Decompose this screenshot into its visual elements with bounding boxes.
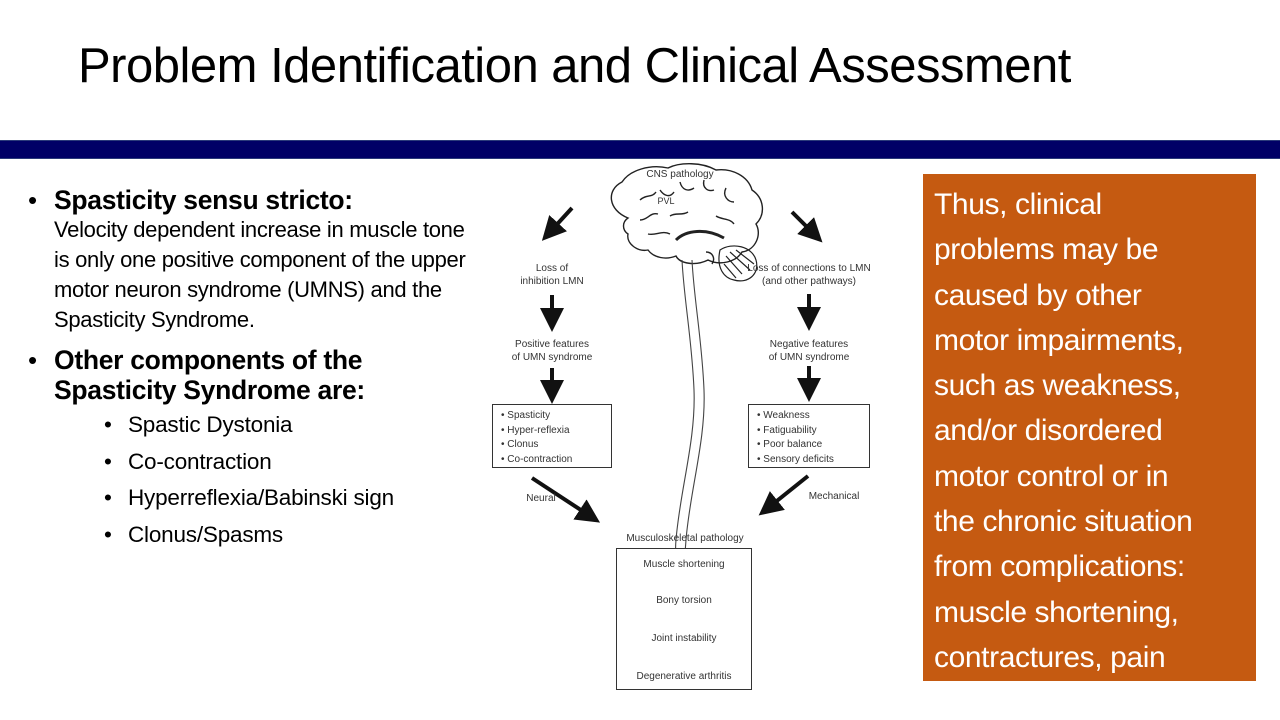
callout-line: the chronic situation bbox=[934, 505, 1193, 539]
cns-pathology-label: CNS pathology bbox=[646, 169, 714, 180]
left-cause-line: Loss of bbox=[535, 263, 569, 274]
positive-feature-item: Co-contraction bbox=[501, 453, 611, 468]
negative-feature-item: Sensory deficits bbox=[757, 453, 869, 468]
features-title-line: of UMN syndrome bbox=[768, 352, 850, 363]
callout-line: and/or disordered bbox=[934, 414, 1163, 448]
chain-item: Degenerative arthritis bbox=[636, 671, 732, 682]
callout-line: problems may be bbox=[934, 233, 1159, 267]
features-title-line: Positive features bbox=[515, 339, 589, 350]
arrow-neural bbox=[530, 476, 601, 523]
positive-feature-item: Clonus bbox=[501, 438, 611, 453]
title-divider-bar bbox=[0, 140, 1280, 159]
pathology-flow-diagram: CNS pathology PVL Loss of inhibition LMN… bbox=[480, 160, 900, 700]
positive-features-box: Spasticity Hyper-reflexia Clonus Co-cont… bbox=[492, 404, 612, 468]
arrow-to-left-branch bbox=[541, 206, 574, 241]
right-cause-line: (and other pathways) bbox=[762, 276, 856, 287]
left-bullet-list: Spasticity sensu stricto: Velocity depen… bbox=[28, 185, 468, 553]
arrow-to-right-branch bbox=[790, 210, 823, 243]
musculoskeletal-chain-box: Muscle shortening Bony torsion Joint ins… bbox=[616, 548, 752, 690]
sub-list-item: Co-contraction bbox=[104, 444, 468, 481]
callout-line: muscle shortening, bbox=[934, 595, 1179, 629]
bullet-heading: Spasticity sensu stricto: bbox=[54, 185, 353, 215]
neural-label: Neural bbox=[526, 493, 556, 504]
callout-line: contractures, pain bbox=[934, 640, 1166, 674]
chain-item: Bony torsion bbox=[656, 595, 712, 606]
features-title-line: of UMN syndrome bbox=[511, 352, 593, 363]
bullet-spasticity-definition: Spasticity sensu stricto: Velocity depen… bbox=[28, 185, 468, 335]
bullet-heading: Other components of the Spasticity Syndr… bbox=[54, 345, 365, 405]
callout-line: Thus, clinical bbox=[934, 188, 1102, 221]
callout-line: such as weakness, bbox=[934, 369, 1181, 403]
mechanical-label: Mechanical bbox=[808, 491, 860, 502]
callout-line: motor impairments, bbox=[934, 323, 1184, 357]
callout-line: caused by other bbox=[934, 278, 1142, 312]
negative-feature-item: Fatiguability bbox=[757, 424, 869, 439]
sub-list-item: Spastic Dystonia bbox=[104, 407, 468, 444]
components-sub-list: Spastic Dystonia Co-contraction Hyperref… bbox=[54, 407, 468, 553]
cerebellum-illustration bbox=[718, 245, 758, 282]
callout-line: motor control or in bbox=[934, 459, 1169, 493]
negative-features-box: Weakness Fatiguability Poor balance Sens… bbox=[748, 404, 870, 468]
chain-item: Muscle shortening bbox=[643, 559, 725, 570]
right-cause-label: Loss of connections to LMN (and other pa… bbox=[732, 262, 886, 288]
pvl-label: PVL bbox=[657, 196, 675, 206]
left-cause-label: Loss of inhibition LMN bbox=[502, 262, 602, 288]
brain-illustration bbox=[610, 163, 763, 265]
positive-feature-item: Spasticity bbox=[501, 409, 611, 424]
right-cause-line: Loss of connections to LMN bbox=[747, 263, 871, 274]
bullet-body: Velocity dependent increase in muscle to… bbox=[54, 217, 466, 332]
positive-features-title: Positive features of UMN syndrome bbox=[502, 338, 602, 364]
arrow-mechanical bbox=[758, 474, 810, 516]
sub-list-item: Hyperreflexia/Babinski sign bbox=[104, 480, 468, 517]
features-title-line: Negative features bbox=[769, 339, 849, 350]
negative-feature-item: Weakness bbox=[757, 409, 869, 424]
bullet-other-components: Other components of the Spasticity Syndr… bbox=[28, 345, 468, 553]
slide-title: Problem Identification and Clinical Asse… bbox=[78, 39, 1071, 93]
summary-callout-box: Thus, clinical problems may be caused by… bbox=[923, 174, 1256, 681]
musculoskeletal-title: Musculoskeletal pathology bbox=[626, 533, 744, 544]
sub-list-item: Clonus/Spasms bbox=[104, 517, 468, 554]
negative-features-title: Negative features of UMN syndrome bbox=[759, 338, 859, 364]
positive-feature-item: Hyper-reflexia bbox=[501, 424, 611, 439]
negative-feature-item: Poor balance bbox=[757, 438, 869, 453]
left-cause-line: inhibition LMN bbox=[520, 276, 584, 287]
chain-item: Joint instability bbox=[651, 633, 717, 644]
callout-line: from complications: bbox=[934, 550, 1185, 584]
